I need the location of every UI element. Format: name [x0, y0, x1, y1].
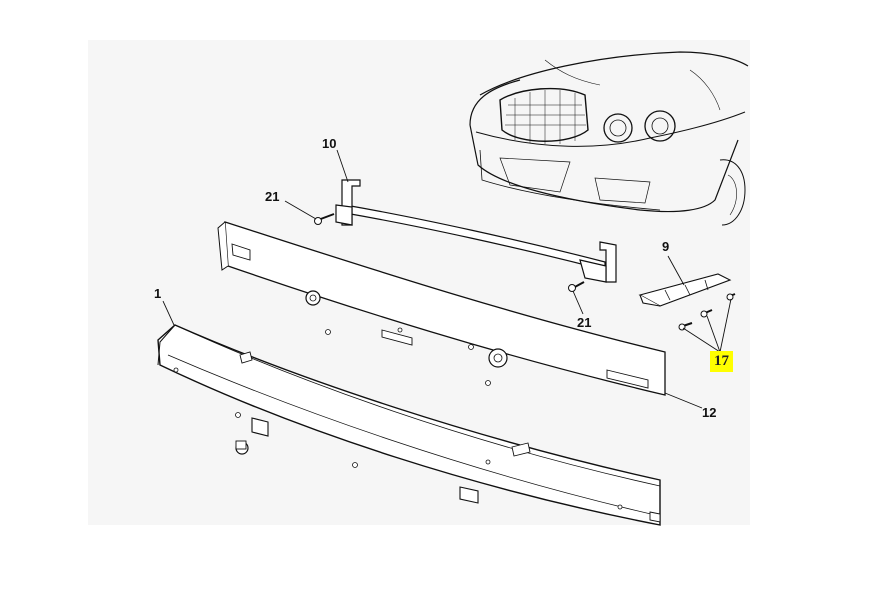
bracket-part-10 [335, 179, 617, 283]
leader-lines [162, 149, 732, 409]
bracket-part-9 [638, 273, 732, 307]
headlamp-right [644, 110, 676, 142]
headlamp-left [603, 113, 633, 143]
bumper-beam-part-1 [157, 324, 661, 526]
mounting-plate-part-12 [217, 221, 666, 396]
car-front-illustration [469, 51, 749, 226]
callout-10: 10 [322, 136, 337, 151]
callout-21-lower: 21 [577, 315, 592, 330]
callout-12: 12 [702, 405, 717, 420]
callout-1: 1 [154, 286, 162, 301]
callout-17-highlighted: 17 [710, 351, 733, 372]
callout-21-upper: 21 [265, 189, 280, 204]
screw-part-21-upper [314, 213, 335, 225]
callout-9: 9 [662, 239, 670, 254]
screw-part-21-lower [568, 281, 585, 292]
